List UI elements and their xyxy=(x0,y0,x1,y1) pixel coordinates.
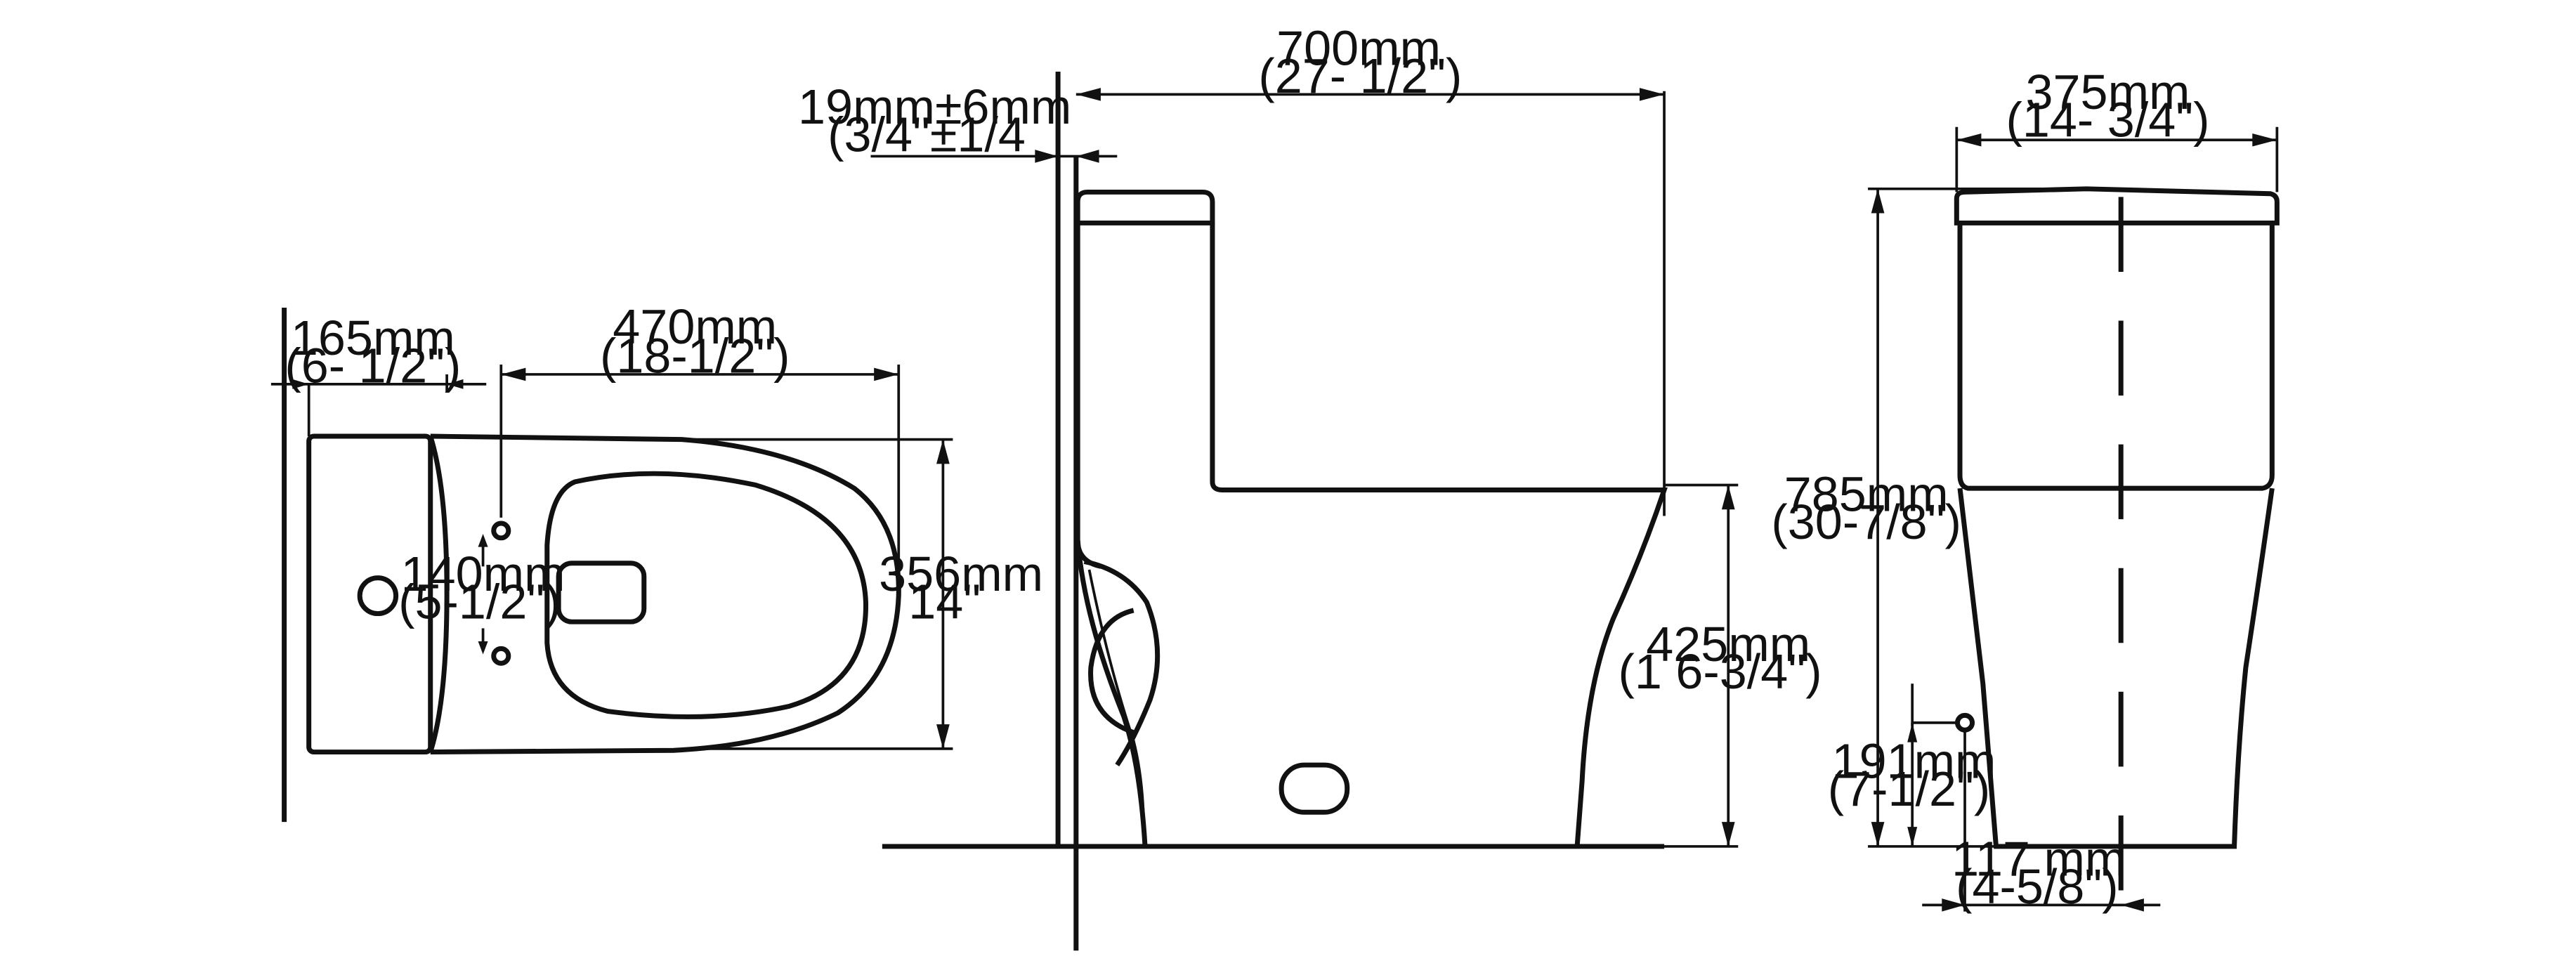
tank-width-in: (14- 3/4") xyxy=(2006,93,2209,148)
supply-offset-in: (4-5/8") xyxy=(1956,859,2119,914)
side-view: 700mm (27- 1/2") 19mm±6mm (3/4"±1/4 425m… xyxy=(798,21,1822,951)
overall-length-mm: 700mm xyxy=(1276,21,1441,76)
overall-height-in: (30-7/8") xyxy=(1771,495,1961,549)
wall-gap-in: (3/4"±1/4 xyxy=(828,107,1026,162)
tank-depth-mm: 165mm xyxy=(291,310,455,365)
wall-gap-mm: 19mm±6mm xyxy=(798,79,1071,134)
width-in: 14" xyxy=(908,575,981,629)
top-view: 165mm (6- 1/2") 470mm (18-1/2") 140mm (5… xyxy=(270,299,1043,823)
seat-height-in: (1 6-3/4") xyxy=(1619,644,1822,699)
rear-view: 375mm (14- 3/4") 785mm (30-7/8") 191mm (… xyxy=(1771,65,2280,914)
bowl-length-in: (18-1/2") xyxy=(600,329,790,384)
side-cap xyxy=(1279,762,1350,815)
seat-opening xyxy=(544,471,868,719)
tank-front-edge xyxy=(428,435,450,753)
supply-height-in: (7-1/2") xyxy=(1828,761,1991,816)
flush-button-icon xyxy=(357,575,399,617)
supply-offset-mm: 117 mm xyxy=(1951,832,2126,886)
base-outline xyxy=(1957,488,2275,849)
body-outline xyxy=(1075,223,1668,847)
seat-height-mm: 425mm xyxy=(1646,617,1810,672)
tank-outline xyxy=(306,433,433,755)
tank-width-mm: 375mm xyxy=(2026,65,2190,120)
drain-outline xyxy=(556,561,647,624)
trapway-outline xyxy=(1075,540,1148,847)
water-supply-icon xyxy=(1954,712,1975,733)
bowl-length-mm: 470mm xyxy=(613,299,777,354)
bolt-spacing-in: (5-1/2") xyxy=(398,575,561,629)
supply-height-mm: 191mm xyxy=(1832,734,1996,789)
tank-depth-in: (6- 1/2") xyxy=(285,339,461,393)
bolt-hole-icon xyxy=(491,646,511,666)
bolt-spacing-mm: 140mm xyxy=(401,547,565,601)
bolt-hole-icon xyxy=(491,521,511,541)
tank-lid xyxy=(1075,189,1215,225)
tank-outline xyxy=(1957,223,2275,491)
tank-lid xyxy=(1954,186,2280,225)
overall-length-in: (27- 1/2") xyxy=(1258,48,1462,103)
trapway-bend xyxy=(1088,608,1135,735)
overall-height-mm: 785mm xyxy=(1784,467,1949,522)
width-mm: 356mm xyxy=(879,547,1043,601)
trapway-curve xyxy=(1083,559,1160,767)
